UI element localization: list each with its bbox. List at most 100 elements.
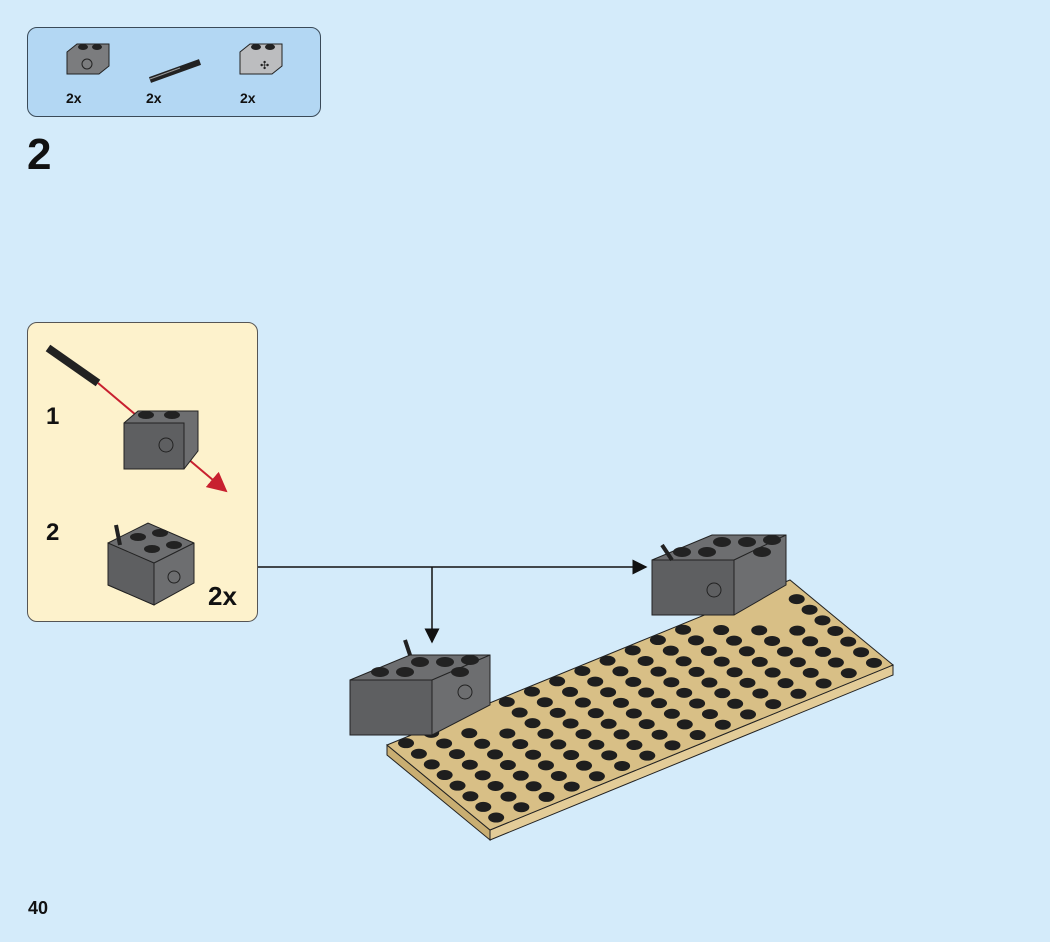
plate-stud — [487, 780, 504, 791]
plate-stud — [789, 625, 806, 636]
plate-stud — [474, 770, 491, 781]
plate-stud — [840, 668, 857, 679]
callout-drawings — [45, 344, 228, 606]
plate-stud — [688, 666, 705, 677]
plate-stud — [474, 738, 491, 749]
plate-stud — [601, 750, 618, 761]
plate-stud — [513, 802, 530, 813]
plate-stud — [651, 698, 668, 709]
substep-number: 1 — [46, 403, 60, 430]
plate-stud — [752, 688, 769, 699]
plate-stud — [713, 625, 730, 636]
plate-stud — [639, 750, 656, 761]
plate-stud — [613, 729, 630, 740]
plate-stud — [651, 729, 668, 740]
plate-stud — [461, 728, 478, 739]
plate-stud — [790, 688, 807, 699]
plate-stud — [600, 718, 617, 729]
plate-stud — [713, 656, 730, 667]
plate-stud — [638, 687, 655, 698]
plate-stud — [638, 719, 655, 730]
plate-stud — [599, 655, 616, 666]
plate-stud — [614, 760, 631, 771]
plate-stud — [574, 697, 591, 708]
plate-stud — [700, 645, 717, 656]
plate-stud — [448, 749, 465, 760]
callout-multiplier: 2x — [208, 581, 237, 611]
plate-stud — [776, 646, 793, 657]
plate-stud — [738, 646, 755, 657]
plate-stud — [689, 730, 706, 741]
plate-stud — [488, 812, 505, 823]
plate-stud — [462, 791, 479, 802]
plate-stud — [588, 771, 605, 782]
plate-stud — [550, 739, 567, 750]
plate-stud — [512, 739, 529, 750]
plate-stud — [500, 791, 517, 802]
plate-stud — [574, 665, 591, 676]
brick-assembly-left — [349, 639, 491, 736]
plate-stud — [714, 688, 731, 699]
technic-brick-dark-icon — [66, 43, 110, 75]
plate-stud — [576, 760, 593, 771]
plate-stud — [612, 697, 629, 708]
plate-stud — [662, 645, 679, 656]
plate-stud — [624, 645, 641, 656]
plate-stud — [815, 678, 832, 689]
plate-stud — [423, 759, 440, 770]
brick-assembly-right — [651, 534, 787, 616]
technic-brick-light-icon: ✣ — [239, 43, 283, 75]
placement-arrows — [258, 559, 648, 644]
plate-stud — [398, 738, 415, 749]
plate-stud — [751, 656, 768, 667]
plate-stud — [701, 677, 718, 688]
plate-stud — [727, 698, 744, 709]
plate-stud — [865, 657, 882, 668]
plate-stud — [853, 647, 870, 658]
plate-stud — [663, 677, 680, 688]
part-qty: 2x — [66, 90, 82, 106]
plate-stud — [575, 729, 592, 740]
plate-stud — [487, 749, 504, 760]
plate-stud — [714, 719, 731, 730]
plate-stud — [751, 625, 768, 636]
plate-stud — [499, 760, 516, 771]
plate-stud — [676, 719, 693, 730]
plate-stud — [764, 667, 781, 678]
plate-stud — [664, 740, 681, 751]
plate-stud — [687, 635, 704, 646]
plate-stud — [765, 699, 782, 710]
plate-stud — [550, 770, 567, 781]
axle-pin-icon — [148, 59, 202, 83]
plate-stud — [840, 636, 857, 647]
plate-stud — [498, 696, 515, 707]
plate-stud — [788, 594, 805, 605]
plate-stud — [588, 739, 605, 750]
plate-stud — [726, 667, 743, 678]
substep-number: 2 — [46, 519, 60, 546]
plate-stud — [475, 801, 492, 812]
plate-stud — [600, 687, 617, 698]
plate-stud — [449, 780, 466, 791]
plate-stud — [538, 791, 555, 802]
svg-text:✣: ✣ — [260, 60, 269, 72]
plate-stud — [612, 666, 629, 677]
plate-stud — [461, 759, 478, 770]
plate-stud — [676, 687, 693, 698]
page-number: 40 — [28, 898, 49, 918]
plate-stud — [537, 760, 554, 771]
step-number: 2 — [27, 130, 52, 179]
plate-stud — [562, 686, 579, 697]
plate-stud — [802, 667, 819, 678]
plate-stud — [524, 718, 541, 729]
plate-stud — [789, 657, 806, 668]
plate-stud — [649, 635, 666, 646]
plate-stud — [726, 635, 743, 646]
plate-stud — [701, 709, 718, 720]
plate-stud — [537, 728, 554, 739]
plate-stud — [675, 624, 692, 635]
plate-stud — [689, 698, 706, 709]
plate-stud — [740, 709, 757, 720]
plate-stud — [525, 781, 542, 792]
